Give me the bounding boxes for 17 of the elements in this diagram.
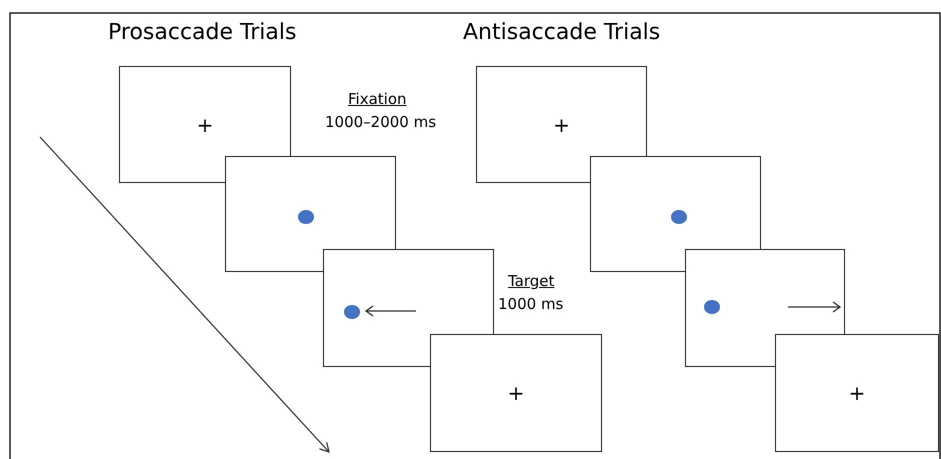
heading: Antisaccade Trials [463, 20, 660, 45]
heading: Prosaccade Trials [108, 20, 296, 45]
screen-frame [430, 334, 602, 452]
duration-label: 1000 ms [498, 295, 564, 313]
fixation-cross: + [553, 112, 570, 136]
fixation-cross: + [508, 381, 524, 405]
screen-frame [476, 66, 647, 183]
screen-frame [119, 66, 291, 183]
fixation-cross: + [848, 381, 866, 405]
duration-label: 1000–2000 ms [325, 113, 436, 131]
phase-name: Target [508, 272, 554, 290]
screen-frame [590, 156, 761, 272]
screen-frame [323, 249, 494, 367]
fixation-cross: + [196, 112, 214, 136]
screen-frame [225, 156, 396, 272]
phase-name: Fixation [348, 90, 407, 108]
screen-frame [775, 334, 939, 452]
